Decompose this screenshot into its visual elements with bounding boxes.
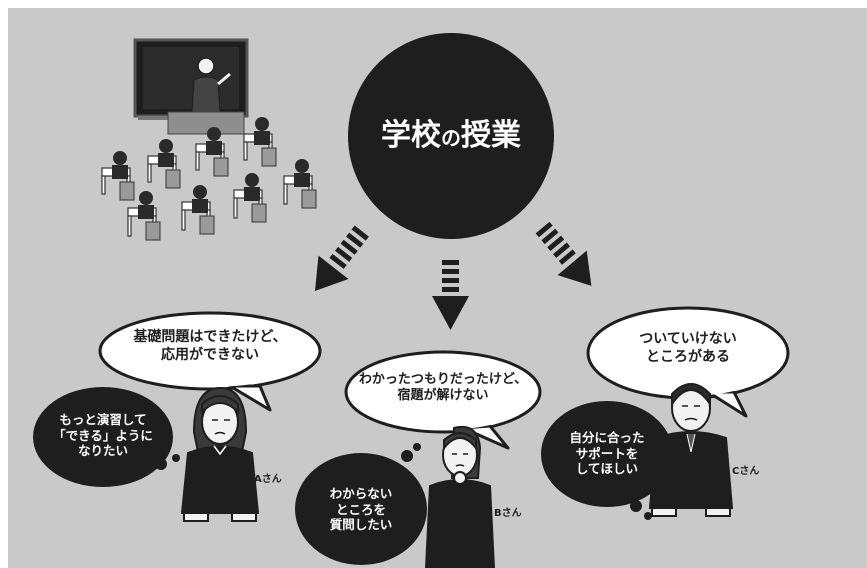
student-c-figure <box>648 383 734 517</box>
thought-c-line1: 自分に合った <box>569 430 645 445</box>
speech-a-line1: 基礎問題はできたけど、 <box>133 329 287 345</box>
thought-b-line1: わからない <box>329 486 393 501</box>
seated-students <box>112 117 310 219</box>
student-a-label: Aさん <box>254 474 282 485</box>
speech-a-line2: 応用ができない <box>161 346 259 363</box>
student-c-label: Cさん <box>732 466 760 477</box>
arrow-center <box>432 260 469 330</box>
speech-c-line1: ついていけない <box>639 331 737 347</box>
speech-text-b: わかったつもりだったけど、 宿題が解けない <box>348 372 538 405</box>
student-chairs <box>119 147 317 241</box>
speech-b-line1: わかったつもりだったけど、 <box>358 372 528 387</box>
thought-b-line3: 質問したい <box>329 517 393 533</box>
speech-text-a: 基礎問題はできたけど、 応用ができない <box>110 329 310 364</box>
arrow-right <box>535 221 592 286</box>
diagram-graphics <box>33 33 790 568</box>
thought-bubble-a <box>33 387 180 487</box>
thought-bubble-b <box>295 443 427 565</box>
central-circle <box>348 33 554 239</box>
thought-text-c: 自分に合った サポートを してほしい <box>547 430 667 477</box>
thought-a-line2: 「できる」ように <box>53 427 153 443</box>
classroom-illustration <box>101 38 317 241</box>
central-title-part1: 学校 <box>381 118 441 153</box>
teacher-desk <box>167 111 245 135</box>
thought-c-line2: サポートを <box>575 445 639 461</box>
central-title-particle: の <box>441 126 461 150</box>
thought-c-line3: してほしい <box>575 461 639 477</box>
central-title-part2: 授業 <box>461 118 521 153</box>
teacher-figure <box>191 57 231 113</box>
student-b-figure <box>424 426 496 568</box>
speech-b-line2: 宿題が解けない <box>397 388 489 404</box>
student-b-label: Bさん <box>494 508 522 519</box>
thought-b-line2: ところを <box>335 501 386 517</box>
arrow-left <box>314 225 369 291</box>
student-a-figure <box>180 386 260 522</box>
thought-a-line1: もっと演習して <box>59 412 147 427</box>
thought-text-a: もっと演習して 「できる」ように なりたい <box>43 412 163 459</box>
central-title: 学校の授業 <box>351 118 551 156</box>
speech-c-line2: ところがある <box>646 348 730 365</box>
diagram-canvas: 学校の授業 基礎問題はできたけど、 応用ができない わかったつもりだったけど、 … <box>8 8 867 568</box>
thought-text-b: わからない ところを 質問したい <box>301 486 421 533</box>
thought-a-line3: なりたい <box>77 443 128 459</box>
speech-text-c: ついていけない ところがある <box>598 331 778 366</box>
thought-bubble-c <box>541 401 673 520</box>
